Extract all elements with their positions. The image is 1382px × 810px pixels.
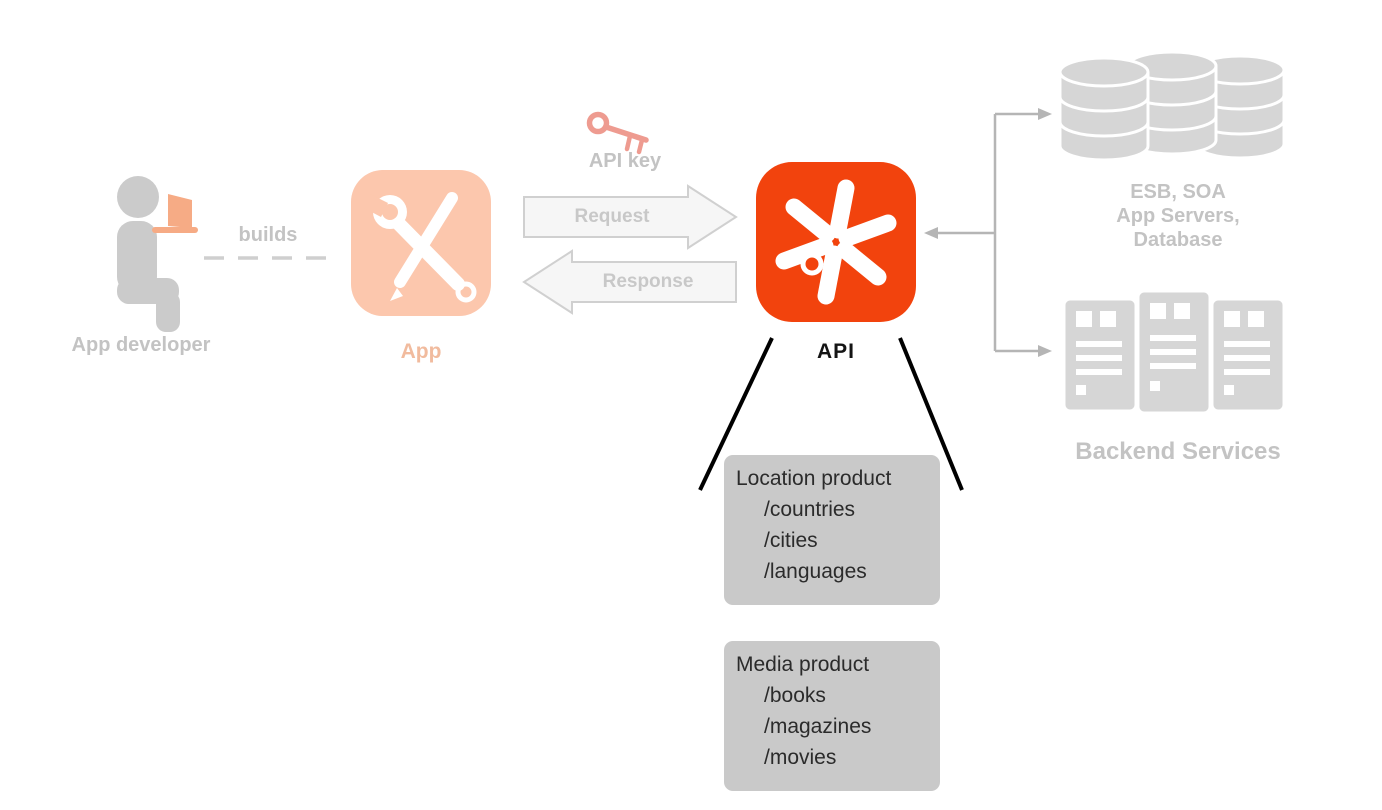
product-box-media: Media product /books /magazines /movies: [724, 641, 940, 791]
wrench-and-pencil-icon: [351, 170, 491, 316]
esb-soa-label-line2: App Servers,: [1116, 205, 1240, 227]
fan-line-left: [698, 337, 774, 491]
api-label: API: [816, 340, 855, 363]
product-endpoint: /countries: [764, 498, 856, 521]
product-endpoint: /magazines: [764, 715, 872, 738]
product-box-location: Location product /countries /cities /lan…: [724, 455, 940, 605]
product-title: Location product: [736, 467, 892, 490]
api-key-label: API key: [588, 150, 662, 172]
product-endpoint: /movies: [764, 746, 837, 769]
arrowhead-to-api: [924, 227, 938, 239]
builds-label: builds: [238, 224, 298, 246]
response-arrow: [522, 249, 737, 315]
response-label: Response: [602, 271, 694, 292]
backend-connector-lines: [938, 112, 1038, 353]
esb-soa-label: ESB, SOA App Servers, Database: [1078, 180, 1278, 252]
laptop-icon: [168, 194, 192, 228]
esb-soa-label-line3: Database: [1133, 229, 1223, 251]
arrowhead-to-database: [1038, 108, 1052, 120]
key-icon: [586, 111, 649, 155]
arrowhead-to-servers: [1038, 345, 1052, 357]
product-endpoint: /cities: [764, 529, 818, 552]
request-arrow: [523, 184, 738, 250]
app-label: App: [400, 340, 442, 363]
person-with-laptop-icon: [117, 176, 198, 332]
product-title: Media product: [736, 653, 870, 676]
request-label: Request: [574, 206, 650, 227]
fan-line-right: [898, 337, 964, 491]
backend-services-label: Backend Services: [1075, 438, 1281, 465]
app-developer-label: App developer: [71, 334, 211, 356]
database-cylinders-icon: [1058, 50, 1286, 162]
esb-soa-label-line1: ESB, SOA: [1130, 181, 1226, 203]
product-endpoint: /books: [764, 684, 826, 707]
server-racks-icon: [1062, 289, 1286, 415]
product-endpoint: /languages: [764, 560, 867, 583]
api-spark-icon: [756, 162, 916, 322]
